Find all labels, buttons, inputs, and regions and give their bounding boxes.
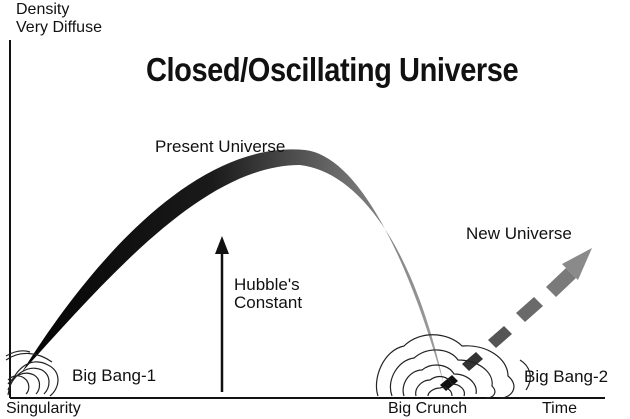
present-universe-label: Present Universe [155,138,285,155]
singularity-label: Singularity [6,401,81,417]
x-axis-label-time: Time [542,401,577,417]
big-bang-2-label: Big Bang-2 [524,368,608,385]
hubbles-constant-label-line1: Hubble's [234,276,300,293]
hubbles-constant-arrow [215,236,229,392]
y-axis-label-density: Density [16,2,69,18]
universe-evolution-band [22,149,444,385]
diagram-title: Closed/Oscillating Universe [146,53,518,86]
big-crunch-cloud [376,335,530,398]
hubbles-constant-label-line2: Constant [234,294,302,311]
big-crunch-label: Big Crunch [388,401,467,417]
new-universe-label: New Universe [466,225,572,242]
y-axis-label-very-diffuse: Very Diffuse [16,20,102,36]
big-bang-1-label: Big Bang-1 [72,367,156,384]
